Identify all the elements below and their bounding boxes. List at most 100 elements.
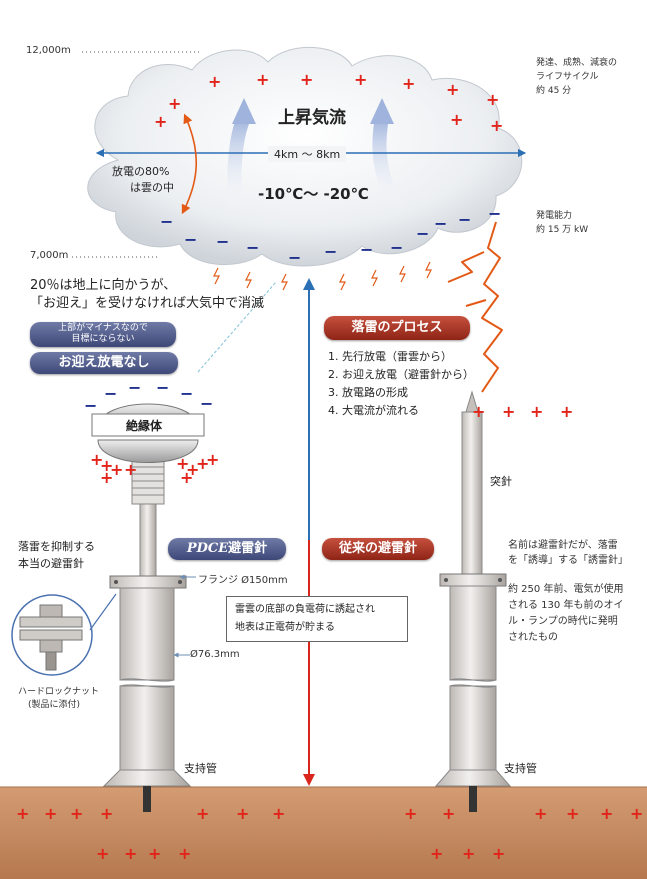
pdce-title: PDCE避雷針 xyxy=(168,538,286,560)
minus-charge: − xyxy=(288,248,302,267)
locknut-line1: ハードロックナット xyxy=(18,687,100,697)
plus-charge: + xyxy=(442,804,456,823)
internal-discharge-arrow xyxy=(181,113,198,215)
plus-charge: + xyxy=(446,80,460,99)
plus-charge: + xyxy=(208,72,222,91)
discharge-80-line1: 放電の80% xyxy=(112,165,170,178)
plus-charge: + xyxy=(186,460,200,479)
plus-charge: + xyxy=(176,454,190,473)
plus-charge: + xyxy=(256,70,270,89)
pipe-diameter-label: Ø76.3mm xyxy=(190,649,240,660)
center-note-line1: 雷雲の底部の負電荷に誘起され xyxy=(235,604,375,615)
plus-charge: + xyxy=(124,460,138,479)
plus-charge: + xyxy=(70,804,84,823)
plus-charge: + xyxy=(630,804,644,823)
lightning-bolt xyxy=(447,221,503,393)
support-pipe-right: 支持管 xyxy=(504,762,537,775)
minus-charge: − xyxy=(246,238,260,257)
plus-charge: + xyxy=(490,116,504,135)
plus-charge: + xyxy=(600,804,614,823)
minus-charge: − xyxy=(360,240,374,259)
pdce-suffix: 避雷針 xyxy=(228,541,268,556)
plus-charge: + xyxy=(300,70,314,89)
plus-charge: + xyxy=(180,468,194,487)
no-target-line1: 上部がマイナスなので xyxy=(58,323,148,333)
conventional-desc-line1: 名前は避雷針だが、落雷 xyxy=(508,540,618,551)
plus-charge: + xyxy=(566,804,580,823)
spike-label: 突針 xyxy=(490,475,512,488)
pdce-desc-line1: 落雷を抑制する xyxy=(18,540,95,553)
pdce-desc-line2: 本当の避雷針 xyxy=(18,557,84,570)
plus-charge: + xyxy=(430,844,444,863)
minus-charge: − xyxy=(488,204,502,223)
plus-charge: + xyxy=(44,804,58,823)
plus-charge: + xyxy=(534,804,548,823)
lifecycle-line3: 約 45 分 xyxy=(536,86,572,96)
plus-charge: + xyxy=(402,74,416,93)
no-streamer-pill: お迎え放電なし xyxy=(30,352,178,374)
lifecycle-line2: ライフサイクル xyxy=(536,72,599,82)
ground-note-line1: 20％は地上に向かうが、 xyxy=(30,278,177,293)
minus-charge: − xyxy=(184,230,198,249)
power-line2: 約 15 万 kW xyxy=(536,225,589,235)
minus-charge: − xyxy=(84,396,98,415)
plus-charge: + xyxy=(178,844,192,863)
minus-charge: − xyxy=(104,384,118,403)
power-line1: 発電能力 xyxy=(536,211,573,221)
process-step: 2. お迎え放電（避雷針から） xyxy=(328,368,474,381)
plus-charge: + xyxy=(462,844,476,863)
plus-charge: + xyxy=(450,110,464,129)
plus-charge: + xyxy=(100,456,114,475)
plus-charge: + xyxy=(354,70,368,89)
insulator-label: 絶縁体 xyxy=(126,419,163,433)
minus-charge: − xyxy=(128,378,142,397)
conventional-desc-line4: される 130 年も前のオイ xyxy=(508,600,624,611)
plus-charge: + xyxy=(560,402,574,421)
conventional-desc-line5: ル・ランプの時代に発明 xyxy=(508,616,618,627)
center-note-box: 雷雲の底部の負電荷に誘起され 地表は正電荷が貯まる xyxy=(226,596,408,642)
minus-charge: − xyxy=(434,214,448,233)
minus-charge: − xyxy=(156,378,170,397)
no-target-line2: 目標にならない xyxy=(71,334,135,344)
minus-charge: − xyxy=(324,242,338,261)
process-step: 1. 先行放電（雷雲から） xyxy=(328,350,452,363)
lifecycle-line1: 発達、成熟、減衰の xyxy=(536,58,618,68)
process-step: 3. 放電路の形成 xyxy=(328,386,408,399)
plus-charge: + xyxy=(472,402,486,421)
ground xyxy=(0,787,647,879)
support-pipe-left: 支持管 xyxy=(184,762,217,775)
minus-charge: − xyxy=(216,232,230,251)
conventional-desc-line3: 約 250 年前、電気が使用 xyxy=(508,584,624,595)
conventional-desc-line2: を「誘導」する「誘雷針」 xyxy=(508,555,628,566)
conventional-desc-line6: されたもの xyxy=(508,632,558,643)
plus-charge: + xyxy=(168,94,182,113)
plus-charge: + xyxy=(154,112,168,131)
plus-charge: + xyxy=(404,804,418,823)
minus-charge: − xyxy=(160,212,174,231)
plus-charge: + xyxy=(16,804,30,823)
updraft-label: 上昇気流 xyxy=(278,108,346,128)
cloud-base-sparks xyxy=(213,261,432,291)
plus-charge: + xyxy=(100,804,114,823)
plus-charge: + xyxy=(110,460,124,479)
plus-charge: + xyxy=(236,804,250,823)
plus-charge: + xyxy=(90,450,104,469)
locknut-detail xyxy=(11,593,117,676)
conventional-rod xyxy=(434,390,512,812)
ground-note-line2: 「お迎え」を受けなければ大気中で消滅 xyxy=(30,296,265,311)
plus-charge: + xyxy=(486,90,500,109)
plus-charge: + xyxy=(196,804,210,823)
minus-charge: − xyxy=(416,224,430,243)
plus-charge: + xyxy=(148,844,162,863)
center-note-line2: 地表は正電荷が貯まる xyxy=(235,622,335,633)
plus-charge: + xyxy=(272,804,286,823)
minus-charge: − xyxy=(390,238,404,257)
plus-charge: + xyxy=(96,844,110,863)
plus-charge: + xyxy=(206,450,220,469)
plus-charge: + xyxy=(100,468,114,487)
plus-charge: + xyxy=(492,844,506,863)
locknut-line2: (製品に添付) xyxy=(28,700,81,710)
process-step: 4. 大電流が流れる xyxy=(328,404,419,417)
